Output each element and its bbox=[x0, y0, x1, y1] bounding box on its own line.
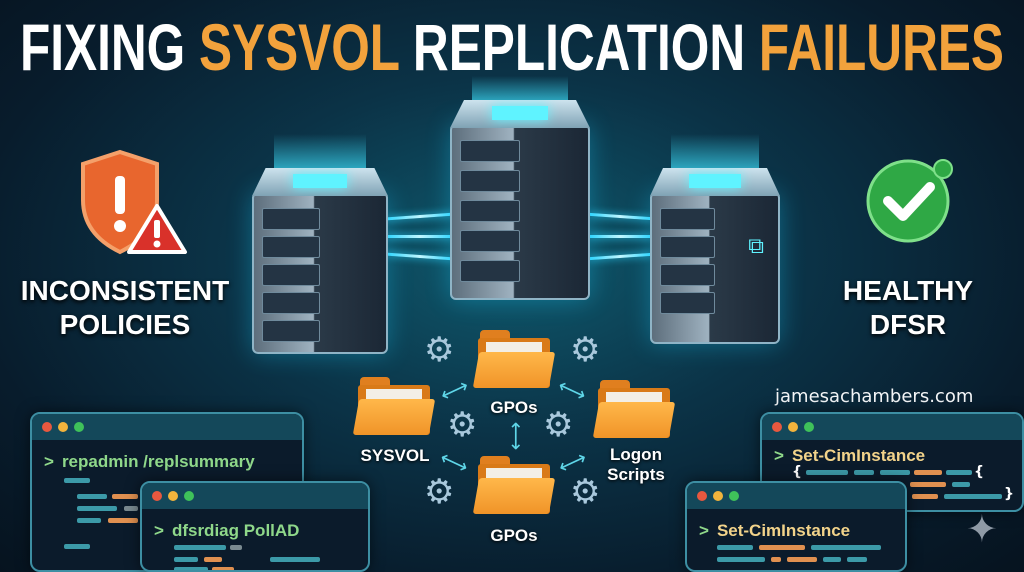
status-line: DFSR bbox=[869, 309, 947, 340]
svg-text:FIXING SYSVOL REPLICATION FAIL: FIXING SYSVOL REPLICATION FAILURES bbox=[20, 10, 1004, 84]
terminal-window-dfsrdiag: > dfsrdiag PollAD bbox=[140, 481, 370, 572]
arrow-icon: ⟷ bbox=[436, 373, 473, 407]
folder-icon bbox=[472, 456, 556, 514]
folder-icon bbox=[592, 380, 676, 438]
brace: { bbox=[792, 464, 802, 480]
command-text: dfsrdiag PollAD bbox=[171, 521, 300, 540]
prompt: > bbox=[154, 521, 164, 540]
gear-icon: ⚙ bbox=[424, 330, 455, 370]
gear-icon: ⚙ bbox=[447, 405, 478, 445]
replication-link bbox=[385, 235, 455, 238]
prompt: > bbox=[699, 521, 709, 540]
healthy-dfsr-label: HEALTHY DFSR bbox=[808, 274, 1008, 342]
check-circle-icon bbox=[858, 155, 963, 245]
server-left bbox=[252, 134, 388, 354]
replication-link bbox=[384, 212, 456, 221]
command-text: Set-CimInstance bbox=[716, 521, 851, 540]
title-part: REPLICATION bbox=[399, 10, 759, 84]
gear-icon: ⚙ bbox=[570, 330, 601, 370]
title-part: FIXING bbox=[20, 10, 199, 84]
folder-label-sysvol: SYSVOL bbox=[360, 446, 430, 465]
network-diagram-icon: ⧉ bbox=[748, 234, 764, 259]
prompt: > bbox=[44, 452, 54, 471]
folder-icon bbox=[472, 330, 556, 388]
title-highlight: FAILURES bbox=[759, 10, 1004, 84]
folder-label-logon-scripts: Logon Scripts bbox=[607, 445, 665, 484]
folder-label-gpos-bottom: GPOs bbox=[490, 526, 538, 545]
sparkle-icon: ✦ bbox=[966, 507, 998, 551]
gear-icon: ⚙ bbox=[570, 472, 601, 512]
replication-link bbox=[588, 235, 653, 238]
replication-link bbox=[587, 252, 654, 261]
status-line: INCONSISTENT bbox=[20, 275, 230, 306]
server-right: ⧉ bbox=[650, 134, 780, 344]
replication-link bbox=[587, 212, 654, 221]
terminal-window-set-ciminstance: > Set-CimInstance { { } bbox=[760, 412, 1024, 512]
status-line: POLICIES bbox=[59, 309, 191, 340]
brace: } bbox=[1004, 486, 1014, 502]
command-text: repadmin /replsummary bbox=[61, 452, 255, 471]
title-highlight: SYSVOL bbox=[199, 10, 399, 84]
brace: { bbox=[974, 464, 984, 480]
terminal-window-set-ciminstance-2: > Set-CimInstance bbox=[685, 481, 907, 572]
page-title: FIXING SYSVOL REPLICATION FAILURES bbox=[20, 6, 1004, 86]
folder-label-gpos-top: GPOs bbox=[490, 398, 538, 417]
prompt: > bbox=[774, 446, 784, 465]
replication-link bbox=[384, 252, 456, 261]
arrow-icon: ⟷ bbox=[554, 373, 591, 407]
website-label: jamesachambers.com bbox=[775, 386, 974, 407]
warning-shield-icon bbox=[75, 148, 190, 258]
gear-icon: ⚙ bbox=[424, 472, 455, 512]
command-text: Set-CimInstance bbox=[791, 446, 926, 465]
arrow-icon: ⟷ bbox=[504, 421, 529, 451]
inconsistent-policies-label: INCONSISTENT POLICIES bbox=[0, 274, 250, 342]
status-line: HEALTHY bbox=[842, 275, 974, 306]
server-center bbox=[450, 76, 590, 300]
gear-icon: ⚙ bbox=[543, 405, 574, 445]
folder-icon bbox=[352, 377, 436, 435]
